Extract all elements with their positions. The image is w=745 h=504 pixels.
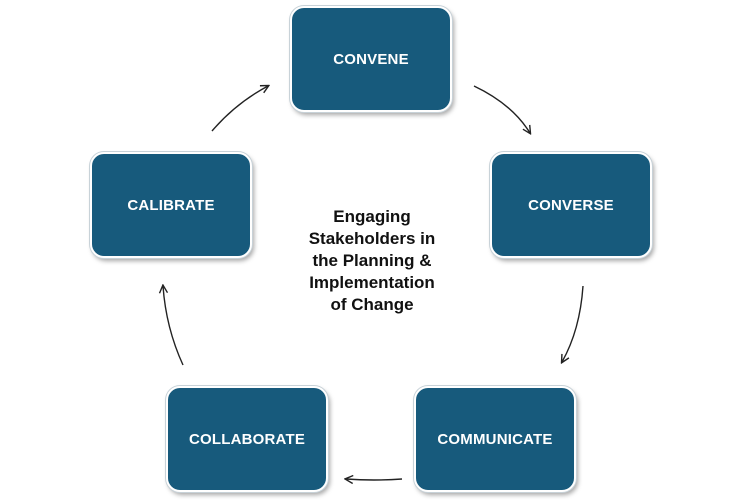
node-collaborate-label: COLLABORATE bbox=[188, 430, 306, 448]
arrow-collaborate-to-calibrate bbox=[163, 286, 184, 366]
node-collaborate: COLLABORATE bbox=[166, 386, 328, 492]
arrow-converse-to-communicate bbox=[562, 285, 584, 362]
node-calibrate-label: CALIBRATE bbox=[127, 196, 215, 214]
node-convene-label: CONVENE bbox=[333, 50, 409, 68]
arrow-calibrate-to-convene bbox=[211, 86, 268, 132]
center-title-line: of Change bbox=[330, 295, 414, 314]
center-title-line: Implementation bbox=[309, 273, 435, 292]
arrow-communicate-to-collaborate bbox=[346, 479, 403, 480]
node-convene: CONVENE bbox=[290, 6, 452, 112]
node-converse: CONVERSE bbox=[490, 152, 652, 258]
node-calibrate: CALIBRATE bbox=[90, 152, 252, 258]
center-title-line: Engaging bbox=[333, 207, 411, 226]
center-title-line: Stakeholders in bbox=[308, 229, 436, 248]
node-communicate: COMMUNICATE bbox=[414, 386, 576, 492]
center-title: Engaging Stakeholders in the Planning & … bbox=[262, 206, 482, 316]
center-title-line: the Planning & bbox=[312, 251, 432, 270]
node-converse-label: CONVERSE bbox=[528, 196, 614, 214]
arrow-convene-to-converse bbox=[473, 85, 530, 133]
node-communicate-label: COMMUNICATE bbox=[437, 430, 553, 448]
